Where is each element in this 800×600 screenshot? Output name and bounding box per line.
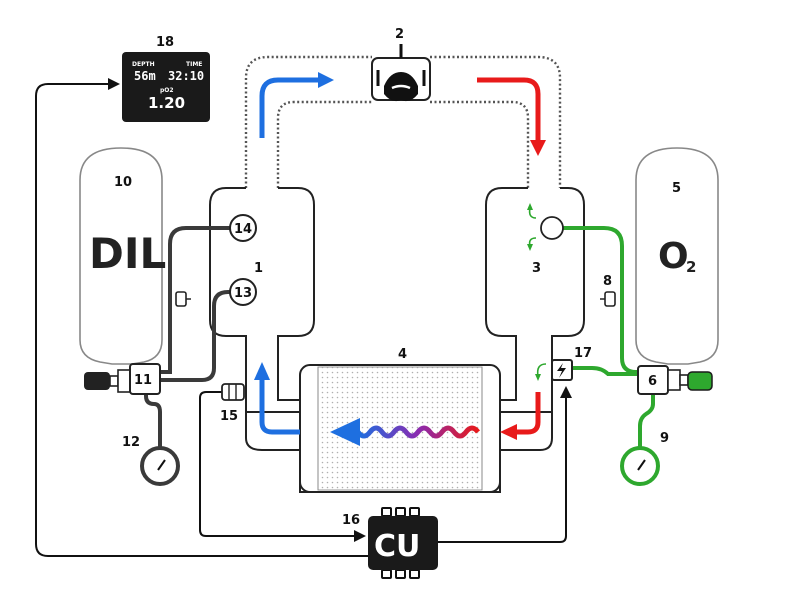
po2-label: pO2 bbox=[160, 87, 174, 94]
diluent-lines bbox=[144, 226, 232, 450]
diluent-cylinder bbox=[79, 147, 163, 365]
label-18: 18 bbox=[156, 35, 174, 50]
label-2: 2 bbox=[395, 27, 404, 42]
handset-display: DEPTH 56m TIME 32:10 pO2 1.20 bbox=[122, 52, 210, 122]
oxygen-label: O bbox=[658, 236, 689, 277]
label-5: 5 bbox=[672, 181, 681, 196]
label-15: 15 bbox=[220, 409, 238, 424]
diluent-add-valve[interactable] bbox=[229, 214, 257, 242]
oxygen-cylinder bbox=[635, 147, 719, 365]
label-1: 1 bbox=[254, 261, 263, 276]
control-unit-wiring bbox=[35, 78, 572, 557]
oxygen-lines bbox=[552, 226, 655, 450]
label-8: 8 bbox=[603, 274, 612, 289]
depth-label: DEPTH bbox=[132, 61, 155, 68]
oxygen-manifold[interactable] bbox=[637, 365, 713, 395]
label-11: 11 bbox=[134, 373, 152, 388]
diluent-manifold[interactable] bbox=[84, 363, 161, 395]
mouthpiece-dsv[interactable] bbox=[371, 44, 431, 102]
depth-value: 56m bbox=[134, 69, 156, 83]
label-3: 3 bbox=[532, 261, 541, 276]
control-unit: CU bbox=[368, 507, 438, 579]
oxygen-solenoid bbox=[551, 359, 573, 381]
po2-value: 1.20 bbox=[148, 94, 185, 112]
control-unit-label: CU bbox=[374, 529, 420, 564]
oxygen-sensor bbox=[221, 383, 245, 401]
label-6: 6 bbox=[648, 374, 657, 389]
label-10: 10 bbox=[114, 175, 132, 190]
label-12: 12 bbox=[122, 435, 140, 450]
time-value: 32:10 bbox=[168, 69, 204, 83]
flow-arrows bbox=[254, 72, 546, 446]
oxygen-add-valve[interactable] bbox=[540, 216, 564, 240]
breathing-hoses bbox=[244, 55, 562, 188]
diluent-label: DIL bbox=[89, 229, 166, 278]
label-17: 17 bbox=[574, 346, 592, 361]
diluent-gauge bbox=[140, 446, 180, 486]
oxygen-gauge bbox=[620, 446, 660, 486]
label-9: 9 bbox=[660, 431, 669, 446]
vent-arrows bbox=[527, 203, 547, 381]
label-14: 14 bbox=[234, 222, 252, 237]
label-16: 16 bbox=[342, 513, 360, 528]
time-label: TIME bbox=[186, 61, 202, 68]
oxygen-subscript: 2 bbox=[686, 258, 696, 276]
label-4: 4 bbox=[398, 347, 407, 362]
diluent-adv[interactable] bbox=[229, 278, 257, 306]
label-13: 13 bbox=[234, 286, 252, 301]
